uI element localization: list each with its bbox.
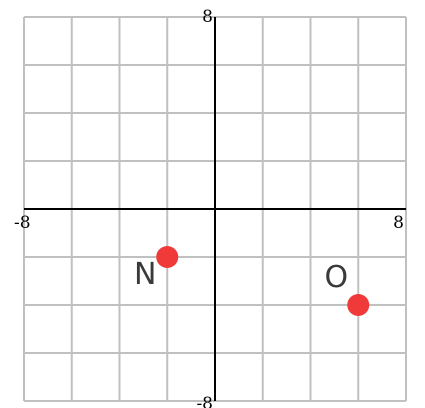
x-max-tick-label: 8 <box>393 213 404 233</box>
y-min-tick-label: -8 <box>196 394 213 408</box>
y-max-tick-label: 8 <box>202 7 213 27</box>
tick-labels: -8 8 8 -8 <box>14 7 404 408</box>
axes <box>24 17 406 401</box>
point-label-o: O <box>324 260 348 295</box>
data-point-o <box>347 294 370 316</box>
data-point-n <box>156 246 179 268</box>
point-label-n: N <box>134 257 156 292</box>
x-min-tick-label: -8 <box>14 213 31 233</box>
